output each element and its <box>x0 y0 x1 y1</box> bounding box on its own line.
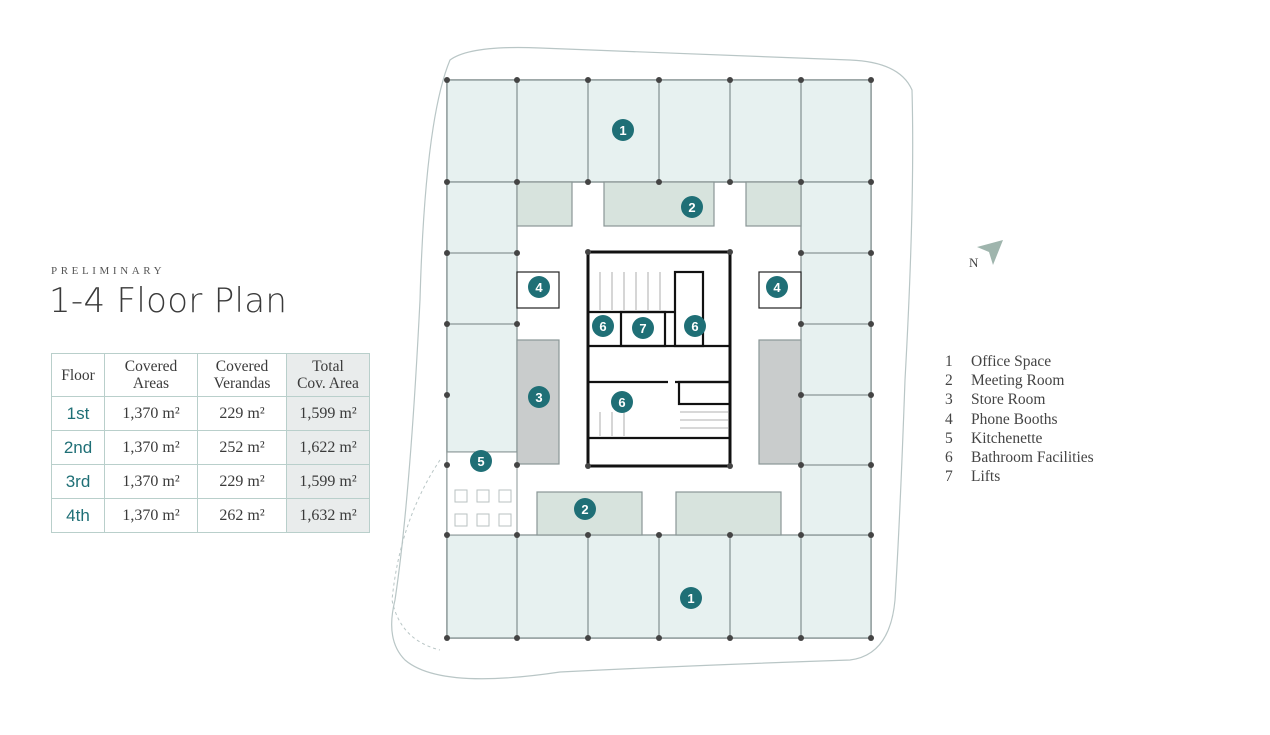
meeting-rooms <box>516 181 802 536</box>
marker-meeting-room-top: 2 <box>681 196 703 218</box>
svg-text:4: 4 <box>535 280 543 295</box>
marker-store-room: 3 <box>528 386 550 408</box>
site-outline-dashed <box>391 459 441 651</box>
marker-office-space-bottom: 1 <box>680 587 702 609</box>
store-rooms <box>516 339 802 465</box>
verandas-cell: 252 m² <box>197 430 287 465</box>
marker-meeting-room-bottom: 2 <box>574 498 596 520</box>
total-cell: 1,622 m² <box>286 430 370 465</box>
north-compass: N <box>969 240 1003 270</box>
site-outline <box>391 46 914 680</box>
total-cell: 1,632 m² <box>286 498 370 533</box>
table-row: 4th 1,370 m² 262 m² 1,632 m² <box>51 498 370 533</box>
marker-phone-booths-left: 4 <box>528 276 550 298</box>
svg-text:1: 1 <box>687 591 694 606</box>
total-cell: 1,599 m² <box>286 396 370 431</box>
svg-text:3: 3 <box>535 390 542 405</box>
marker-bathroom-right: 6 <box>684 315 706 337</box>
marker-bathroom-lower: 6 <box>611 391 633 413</box>
core-fixtures <box>599 272 728 436</box>
marker-phone-booths-right: 4 <box>766 276 788 298</box>
table-row: 2nd 1,370 m² 252 m² 1,622 m² <box>51 430 370 465</box>
marker-kitchenette: 5 <box>470 450 492 472</box>
verandas-cell: 262 m² <box>197 498 287 533</box>
svg-text:N: N <box>969 255 979 270</box>
marker-office-space-top: 1 <box>612 119 634 141</box>
floor-cell: 4th <box>51 498 105 533</box>
svg-text:5: 5 <box>477 454 484 469</box>
terrace-furniture <box>454 489 512 527</box>
marker-lifts: 7 <box>632 317 654 339</box>
svg-text:2: 2 <box>688 200 695 215</box>
floor-cell: 1st <box>51 396 105 431</box>
structural-columns <box>444 77 874 641</box>
marker-bathroom-left: 6 <box>592 315 614 337</box>
core-walls <box>588 270 732 440</box>
covered-cell: 1,370 m² <box>104 396 198 431</box>
svg-text:7: 7 <box>639 321 646 336</box>
page-title: 1-4 Floor Plan <box>49 281 288 321</box>
floor-cell: 3rd <box>51 464 105 499</box>
svg-text:4: 4 <box>773 280 781 295</box>
preliminary-label: PRELIMINARY <box>51 265 166 277</box>
table-row: 3rd 1,370 m² 229 m² 1,599 m² <box>51 464 370 499</box>
svg-text:6: 6 <box>599 319 606 334</box>
north-arrow-icon <box>977 240 1003 265</box>
covered-cell: 1,370 m² <box>104 498 198 533</box>
svg-text:6: 6 <box>691 319 698 334</box>
svg-text:6: 6 <box>618 395 625 410</box>
table-row: 1st 1,370 m² 229 m² 1,599 m² <box>51 396 370 431</box>
svg-text:2: 2 <box>581 502 588 517</box>
svg-text:1: 1 <box>619 123 626 138</box>
building-core <box>586 250 732 468</box>
total-cell: 1,599 m² <box>286 464 370 499</box>
